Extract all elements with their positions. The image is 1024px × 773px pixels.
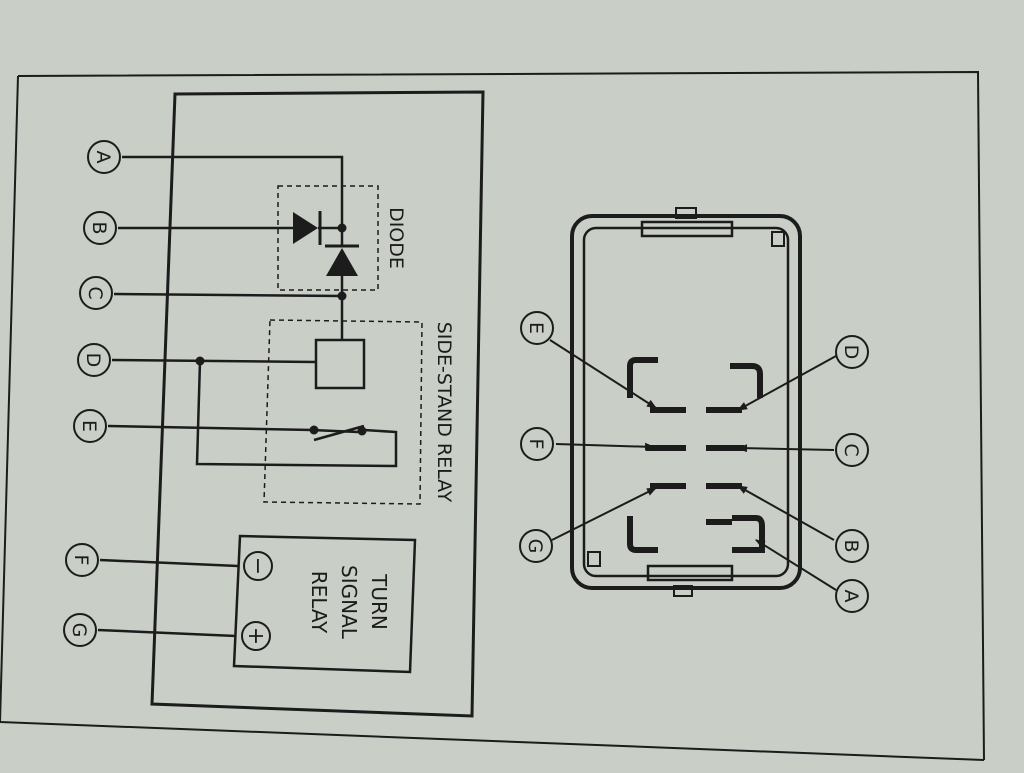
turn-signal-relay-box: [232, 534, 417, 674]
svg-text:SIGNAL: SIGNAL: [337, 565, 361, 640]
relay-switch-icon: [313, 424, 365, 442]
outer-border-left: [0, 75, 985, 761]
wires: [97, 155, 398, 638]
svg-text:−: −: [245, 557, 270, 575]
connector-label-f: F: [520, 427, 554, 461]
outer-border: [17, 70, 985, 761]
leader-a: [755, 539, 837, 591]
diode-box: [277, 185, 379, 291]
svg-text:D: D: [82, 353, 104, 368]
connector-label-e: E: [520, 311, 554, 345]
terminal-g: G: [63, 613, 97, 647]
diode-2-icon: [325, 244, 359, 276]
svg-text:D: D: [840, 345, 862, 360]
terminal-c: C: [79, 276, 113, 310]
svg-text:G: G: [524, 539, 546, 554]
svg-text:F: F: [525, 439, 547, 450]
side-stand-relay-label: SIDE-STAND RELAY: [433, 322, 455, 503]
svg-text:RELAY: RELAY: [307, 571, 331, 634]
schematic-box: [150, 90, 485, 718]
turn-signal-relay-label: TURN SIGNAL RELAY: [307, 565, 391, 640]
terminal-e: E: [73, 409, 107, 443]
side-stand-relay-box: [263, 319, 423, 505]
svg-text:B: B: [840, 539, 862, 552]
terminal-f: F: [65, 543, 99, 577]
connector-label-c: C: [835, 433, 869, 467]
plus-terminal: +: [241, 621, 271, 651]
leader-lines: [549, 339, 837, 591]
leader-g: [551, 487, 657, 541]
svg-text:A: A: [840, 590, 862, 603]
connector-label-g: G: [519, 529, 553, 563]
junction-dots: [195, 223, 367, 436]
svg-text:E: E: [525, 322, 547, 334]
connector-label-b: B: [835, 529, 869, 563]
minus-terminal: −: [243, 551, 273, 581]
connector-label-d: D: [835, 335, 869, 369]
wire-a: [122, 155, 344, 228]
connector-label-a: A: [835, 579, 869, 613]
wire-c: [113, 292, 343, 298]
svg-text:TURN: TURN: [367, 573, 391, 630]
wire-f: [99, 558, 239, 568]
svg-text:C: C: [840, 443, 862, 456]
terminal-b: B: [83, 211, 117, 245]
diode-label: DIODE: [385, 207, 407, 269]
leader-b: [737, 485, 835, 541]
pin-e-slot: [627, 357, 658, 398]
svg-text:C: C: [84, 286, 106, 299]
svg-text:G: G: [68, 623, 90, 638]
pin-d-slot: [730, 363, 763, 398]
connector-housing: [570, 207, 802, 597]
leader-f: [555, 442, 655, 451]
wire-d: [111, 358, 317, 364]
relay-coil: [314, 338, 366, 390]
leader-e: [549, 339, 657, 409]
pin-a-slot: [732, 515, 765, 553]
wire-g: [97, 628, 237, 638]
leader-c: [737, 444, 835, 453]
svg-text:F: F: [70, 555, 92, 566]
pin-g-slot: [627, 516, 658, 553]
leader-d: [737, 355, 837, 411]
svg-text:A: A: [92, 151, 114, 164]
svg-text:E: E: [78, 420, 100, 432]
svg-text:+: +: [243, 627, 268, 645]
diode-1-icon: [293, 211, 322, 245]
svg-text:B: B: [88, 221, 110, 234]
terminal-d: D: [77, 343, 111, 377]
terminal-a: A: [87, 140, 121, 174]
wire-d-loop: [195, 360, 398, 468]
